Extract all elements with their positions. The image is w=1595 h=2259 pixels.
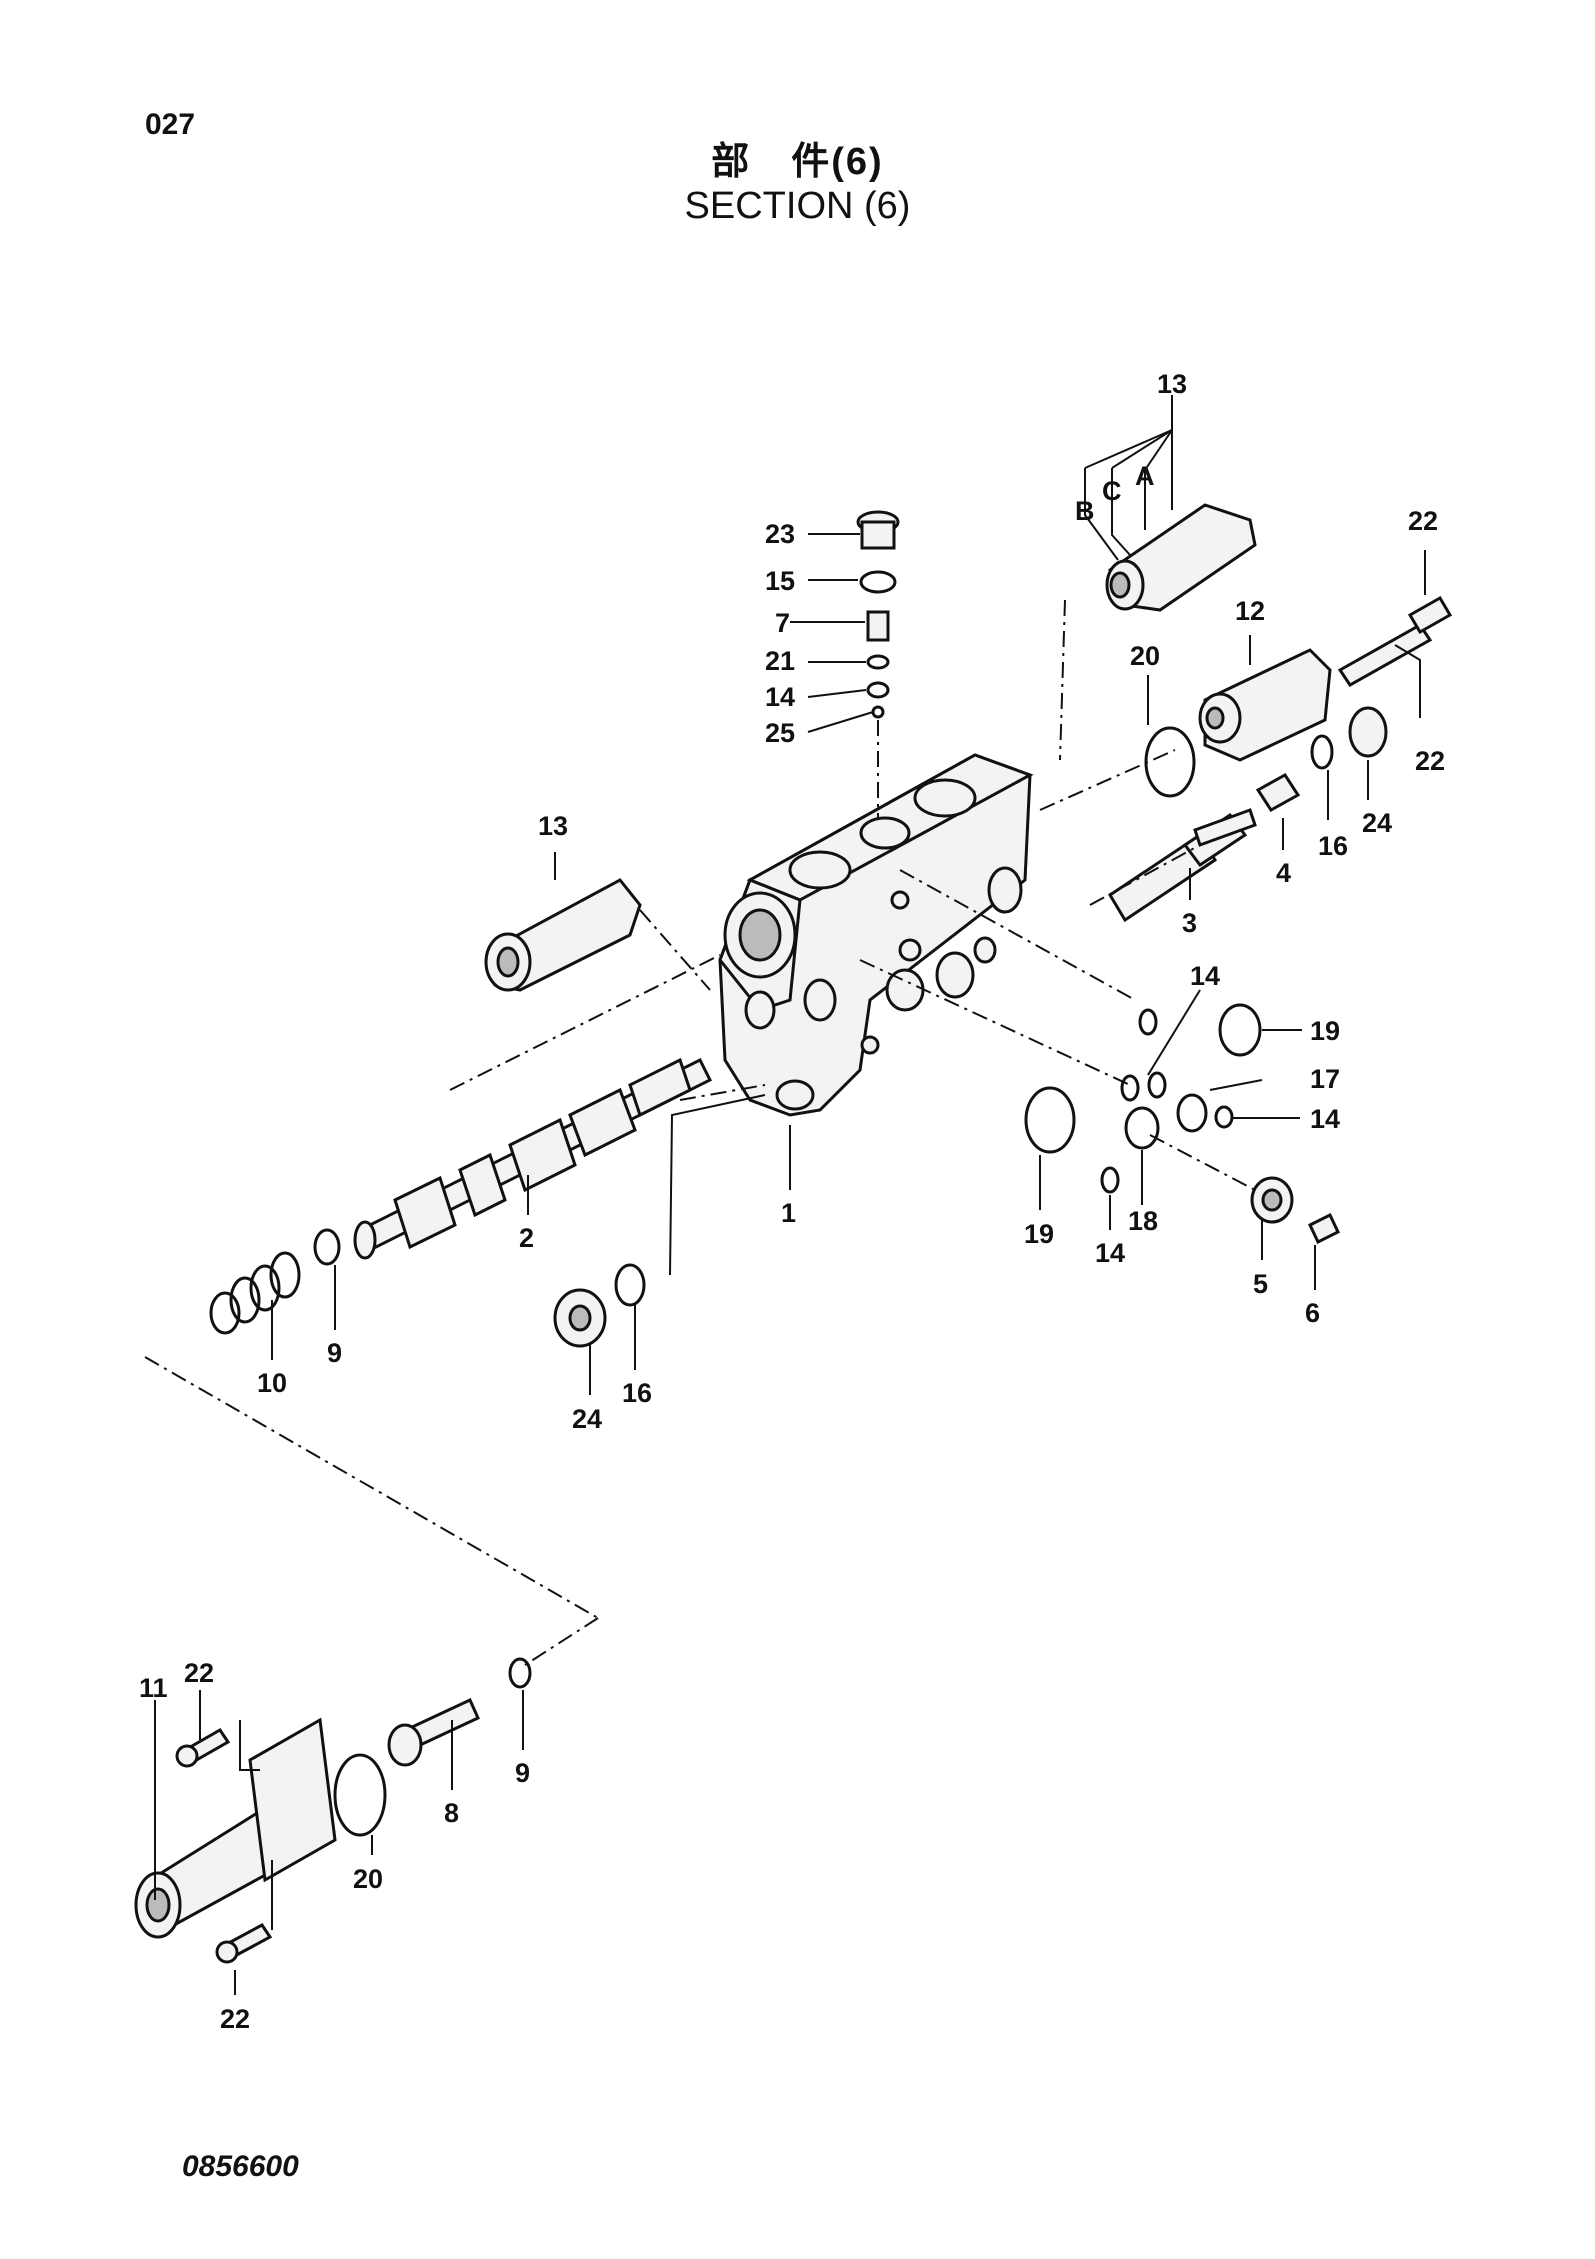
callout-14-lower: 14	[1095, 1238, 1125, 1268]
spring-part-6	[1308, 1212, 1340, 1245]
o-ring-18	[1124, 1106, 1160, 1150]
callout-14-top: 14	[765, 682, 795, 712]
relief-valve-left-part	[484, 878, 642, 992]
plug-part-24-upper	[1348, 706, 1388, 758]
plug-part-23	[856, 510, 900, 550]
o-ring-14-right-b	[1120, 1074, 1140, 1102]
callout-22-left-bottom: 22	[220, 2004, 250, 2034]
callout-9-upper: 9	[327, 1338, 342, 1368]
o-ring-17	[1176, 1093, 1208, 1133]
spring-part-4	[1255, 773, 1301, 812]
callout-11: 11	[139, 1673, 168, 1703]
callout-12: 12	[1235, 596, 1265, 626]
ring-21	[866, 654, 890, 670]
washer-9-upper	[313, 1228, 341, 1266]
callout-23: 23	[765, 519, 795, 549]
stem-part	[1107, 808, 1257, 923]
bolt-part-22-lower-left	[215, 1923, 273, 1964]
o-ring-14-top	[866, 681, 890, 699]
o-ring-16-lower	[614, 1263, 646, 1307]
callout-21: 21	[765, 646, 795, 676]
title-english: SECTION (6)	[684, 185, 911, 227]
callout-24-lower: 24	[572, 1404, 602, 1434]
callout-18: 18	[1128, 1206, 1158, 1236]
o-ring-14-lower	[1100, 1166, 1120, 1194]
o-ring-15	[859, 570, 897, 594]
o-ring-14-right-c	[1147, 1071, 1167, 1099]
callout-labels: 13 B C A 22 23 15 7 21 14 25 12 20 22 24…	[139, 369, 1445, 2034]
drawing-number: 0856600	[182, 2150, 299, 2183]
callout-22-top: 22	[1408, 506, 1438, 536]
cover-part-12	[1198, 595, 1453, 762]
o-ring-19-right	[1218, 1003, 1262, 1057]
callout-13-upper: 13	[1157, 369, 1187, 399]
callout-14-mid: 14	[1190, 961, 1220, 991]
o-ring-14-right-d	[1214, 1105, 1234, 1129]
callout-16-lower: 16	[622, 1378, 652, 1408]
callout-8: 8	[444, 1798, 459, 1828]
callout-15: 15	[765, 566, 795, 596]
callout-20-lower: 20	[353, 1864, 383, 1894]
o-ring-16-upper	[1310, 734, 1334, 770]
plug-part-5	[1250, 1176, 1294, 1224]
callout-3: 3	[1182, 908, 1197, 938]
callout-17: 17	[1310, 1064, 1340, 1094]
callout-4: 4	[1276, 858, 1291, 888]
o-ring-19-lower	[1024, 1086, 1076, 1154]
callout-C: C	[1102, 476, 1122, 506]
leader-lines	[154, 395, 1426, 1995]
cap-part-11	[134, 1717, 337, 1939]
spring-part-10	[209, 1251, 301, 1335]
callout-6: 6	[1305, 1298, 1320, 1328]
callout-19-lower: 19	[1024, 1219, 1054, 1249]
page-number: 027	[145, 108, 196, 141]
stem-part-8	[387, 1697, 480, 1767]
callout-10: 10	[257, 1368, 287, 1398]
callout-13-left: 13	[538, 811, 568, 841]
callout-25: 25	[765, 718, 795, 748]
washer-9-lower	[508, 1657, 532, 1689]
o-ring-20-upper	[1144, 726, 1196, 798]
callout-22-left-top: 22	[184, 1658, 214, 1688]
callout-20-upper: 20	[1130, 641, 1160, 671]
assembly-lines	[144, 599, 1256, 1666]
callout-B: B	[1075, 496, 1095, 526]
callout-24-upper: 24	[1362, 808, 1392, 838]
title-japanese: 部 件(6)	[711, 141, 884, 183]
callout-5: 5	[1253, 1269, 1268, 1299]
callout-7: 7	[775, 608, 790, 638]
o-ring-14-right-a	[1138, 1008, 1158, 1036]
spool-part	[353, 1057, 713, 1260]
bolt-part-22-upper-left	[175, 1728, 231, 1768]
o-ring-20-lower	[333, 1753, 387, 1837]
callout-16-upper: 16	[1318, 831, 1348, 861]
callout-19-right: 19	[1310, 1016, 1340, 1046]
callout-9-lower: 9	[515, 1758, 530, 1788]
callout-A: A	[1135, 461, 1155, 491]
ball-25	[871, 705, 885, 719]
callout-2: 2	[519, 1223, 534, 1253]
poppet-part-7	[866, 610, 890, 642]
valve-body-part	[718, 753, 1034, 1117]
relief-valve-upper-part	[1105, 503, 1257, 612]
callout-14-right: 14	[1310, 1104, 1340, 1134]
callout-1: 1	[781, 1198, 796, 1228]
callout-22-right: 22	[1415, 746, 1445, 776]
plug-part-24-lower	[553, 1288, 607, 1348]
